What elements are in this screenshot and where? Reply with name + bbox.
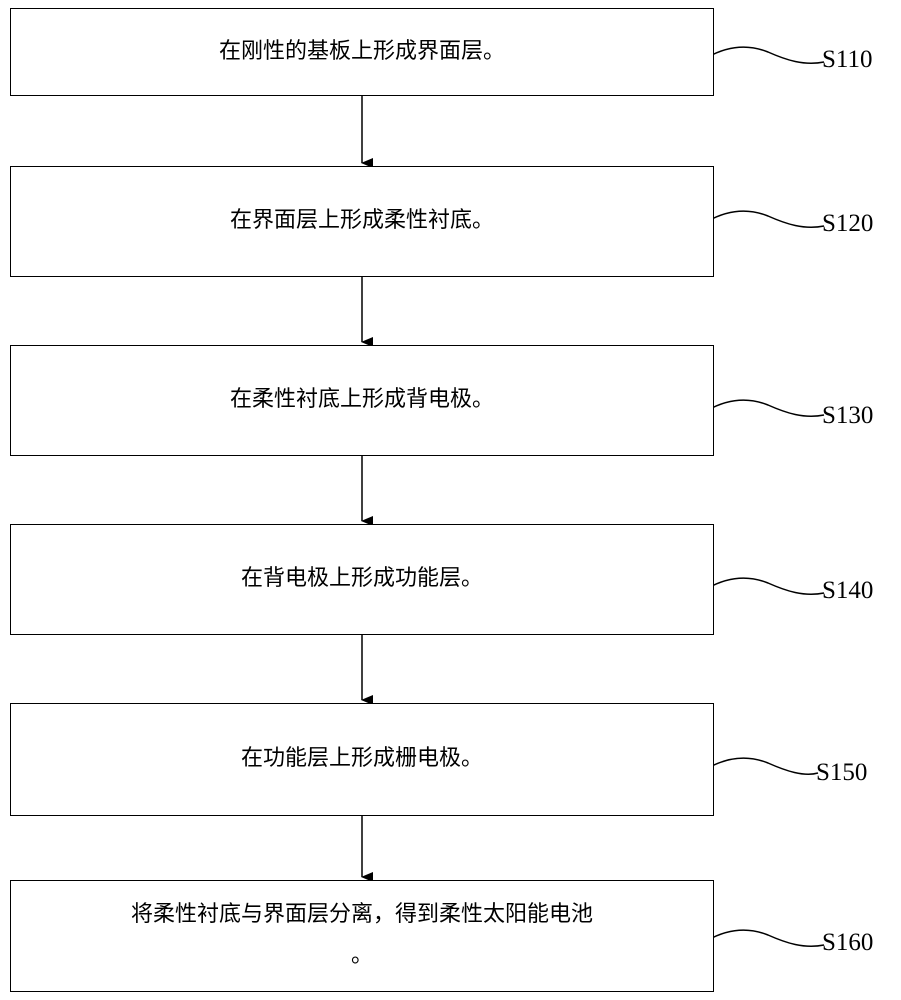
step-label-s150: S150: [816, 759, 868, 786]
step-text-s130: 在柔性衬底上形成背电极。: [229, 387, 494, 413]
step-box-s130: 在柔性衬底上形成背电极。: [10, 345, 714, 456]
step-box-s140: 在背电极上形成功能层。: [10, 524, 714, 635]
step-label-s120: S120: [822, 210, 874, 237]
leader-s130: [707, 399, 825, 417]
leader-s140: [707, 577, 825, 595]
step-text-s110: 在刚性的基板上形成界面层。: [218, 38, 505, 64]
step-label-s130: S130: [822, 402, 874, 429]
step-label-s110: S110: [822, 46, 873, 73]
leader-s110: [707, 46, 825, 64]
leader-s120: [707, 210, 825, 228]
step-label-s140: S140: [822, 577, 874, 604]
leader-s160: [707, 929, 825, 947]
step-text-s160-line1: 将柔性衬底与界面层分离，得到柔性太阳能电池: [130, 902, 593, 928]
step-text-s140: 在背电极上形成功能层。: [240, 566, 483, 592]
step-box-s160: 将柔性衬底与界面层分离，得到柔性太阳能电池 。: [10, 880, 714, 992]
step-text-s160-line2: 。: [350, 943, 373, 968]
step-box-s120: 在界面层上形成柔性衬底。: [10, 166, 714, 277]
step-box-s110: 在刚性的基板上形成界面层。: [10, 8, 714, 96]
step-box-s150: 在功能层上形成栅电极。: [10, 703, 714, 816]
step-text-s120: 在界面层上形成柔性衬底。: [229, 208, 494, 234]
step-label-s160: S160: [822, 929, 874, 956]
step-text-s160: 将柔性衬底与界面层分离，得到柔性太阳能电池 。: [35, 901, 689, 970]
step-text-s150: 在功能层上形成栅电极。: [240, 746, 483, 772]
leader-s150: [707, 757, 819, 775]
